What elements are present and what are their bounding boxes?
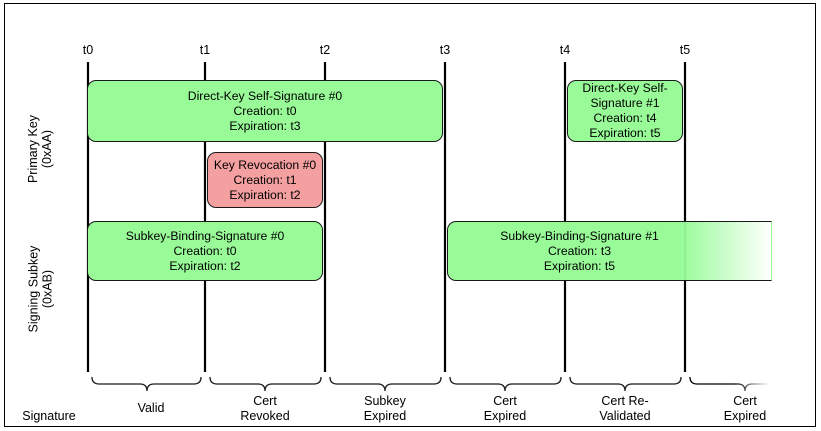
- tick-label-t1: t1: [199, 43, 211, 57]
- row-separator-lines: [62, 72, 770, 217]
- interval-label-cert-expired-1: Cert Expired: [483, 394, 527, 423]
- brace-cert-revoked: [209, 376, 322, 392]
- box-line-title: Subkey-Binding-Signature #1: [500, 228, 659, 243]
- box-line-creation: Creation: t4: [593, 111, 657, 125]
- box-line-title-part1: Direct-Key Self-: [582, 81, 668, 95]
- footer-caption-line1: Signature: [22, 409, 76, 423]
- box-line-title-part2: Signature #1: [590, 96, 660, 110]
- row-label-signing-subkey: Signing Subkey (0xAB): [27, 227, 55, 352]
- brace-valid: [91, 376, 202, 392]
- row-label-signing-subkey-line2: (0xAB): [40, 269, 55, 309]
- box-line-expiration: Expiration: t3: [229, 118, 301, 133]
- signature-box-subkey-binding-signature-0[interactable]: Subkey-Binding-Signature #0 Creation: t0…: [87, 221, 323, 281]
- tick-label-t4: t4: [559, 43, 571, 57]
- interval-label-cert-revalidated: Cert Re- Validated: [599, 394, 651, 423]
- box-line-title: Key Revocation #0: [213, 157, 317, 172]
- box-line-creation: Creation: t1: [233, 172, 297, 187]
- brace-cert-expired-1: [449, 376, 562, 392]
- box-line-creation: Creation: t0: [233, 103, 297, 118]
- footer-caption: Signature by 0xAB: [14, 394, 84, 431]
- tick-label-t3: t3: [439, 43, 451, 57]
- box-line-expiration: Expiration: t5: [543, 258, 616, 273]
- box-line-creation: Creation: t0: [173, 243, 237, 258]
- interval-label-valid: Valid: [137, 401, 165, 415]
- box-line-title: Subkey-Binding-Signature #0: [125, 228, 285, 243]
- box-line-creation: Creation: t3: [547, 243, 611, 258]
- box-line-title: Direct-Key Self-Signature #0: [187, 88, 343, 103]
- tick-label-t2: t2: [319, 43, 331, 57]
- interval-braces: [91, 376, 770, 392]
- interval-label-subkey-expired: Subkey Expired: [363, 394, 407, 423]
- signature-box-key-revocation-0[interactable]: Key Revocation #0 Creation: t1 Expiratio…: [207, 152, 323, 208]
- tick-label-t5: t5: [679, 43, 691, 57]
- row-label-primary-key-line2: (0xAA): [40, 129, 54, 169]
- signature-box-direct-key-self-signature-1[interactable]: Direct-Key Self- Signature #1 Creation: …: [567, 80, 683, 142]
- row-label-primary-key: Primary Key (0xAA): [26, 94, 54, 204]
- interval-label-cert-expired-2: Cert Expired: [723, 394, 767, 423]
- row-label-primary-key-line1: Primary Key: [26, 114, 40, 184]
- brace-cert-expired-2: [689, 376, 770, 392]
- box-line-expiration: Expiration: t2: [169, 258, 241, 273]
- row-label-signing-subkey-line1: Signing Subkey: [26, 245, 41, 333]
- signature-box-subkey-binding-signature-1[interactable]: Subkey-Binding-Signature #1 Creation: t3…: [447, 221, 772, 281]
- interval-label-cert-revoked: Cert Revoked: [240, 394, 290, 423]
- brace-cert-revalidated: [569, 376, 682, 392]
- brace-subkey-expired: [329, 376, 442, 392]
- tick-label-t0: t0: [82, 43, 94, 57]
- box-line-expiration: Expiration: t2: [229, 187, 301, 202]
- box-line-expiration: Expiration: t5: [589, 126, 661, 140]
- signature-box-direct-key-self-signature-0[interactable]: Direct-Key Self-Signature #0 Creation: t…: [87, 80, 443, 142]
